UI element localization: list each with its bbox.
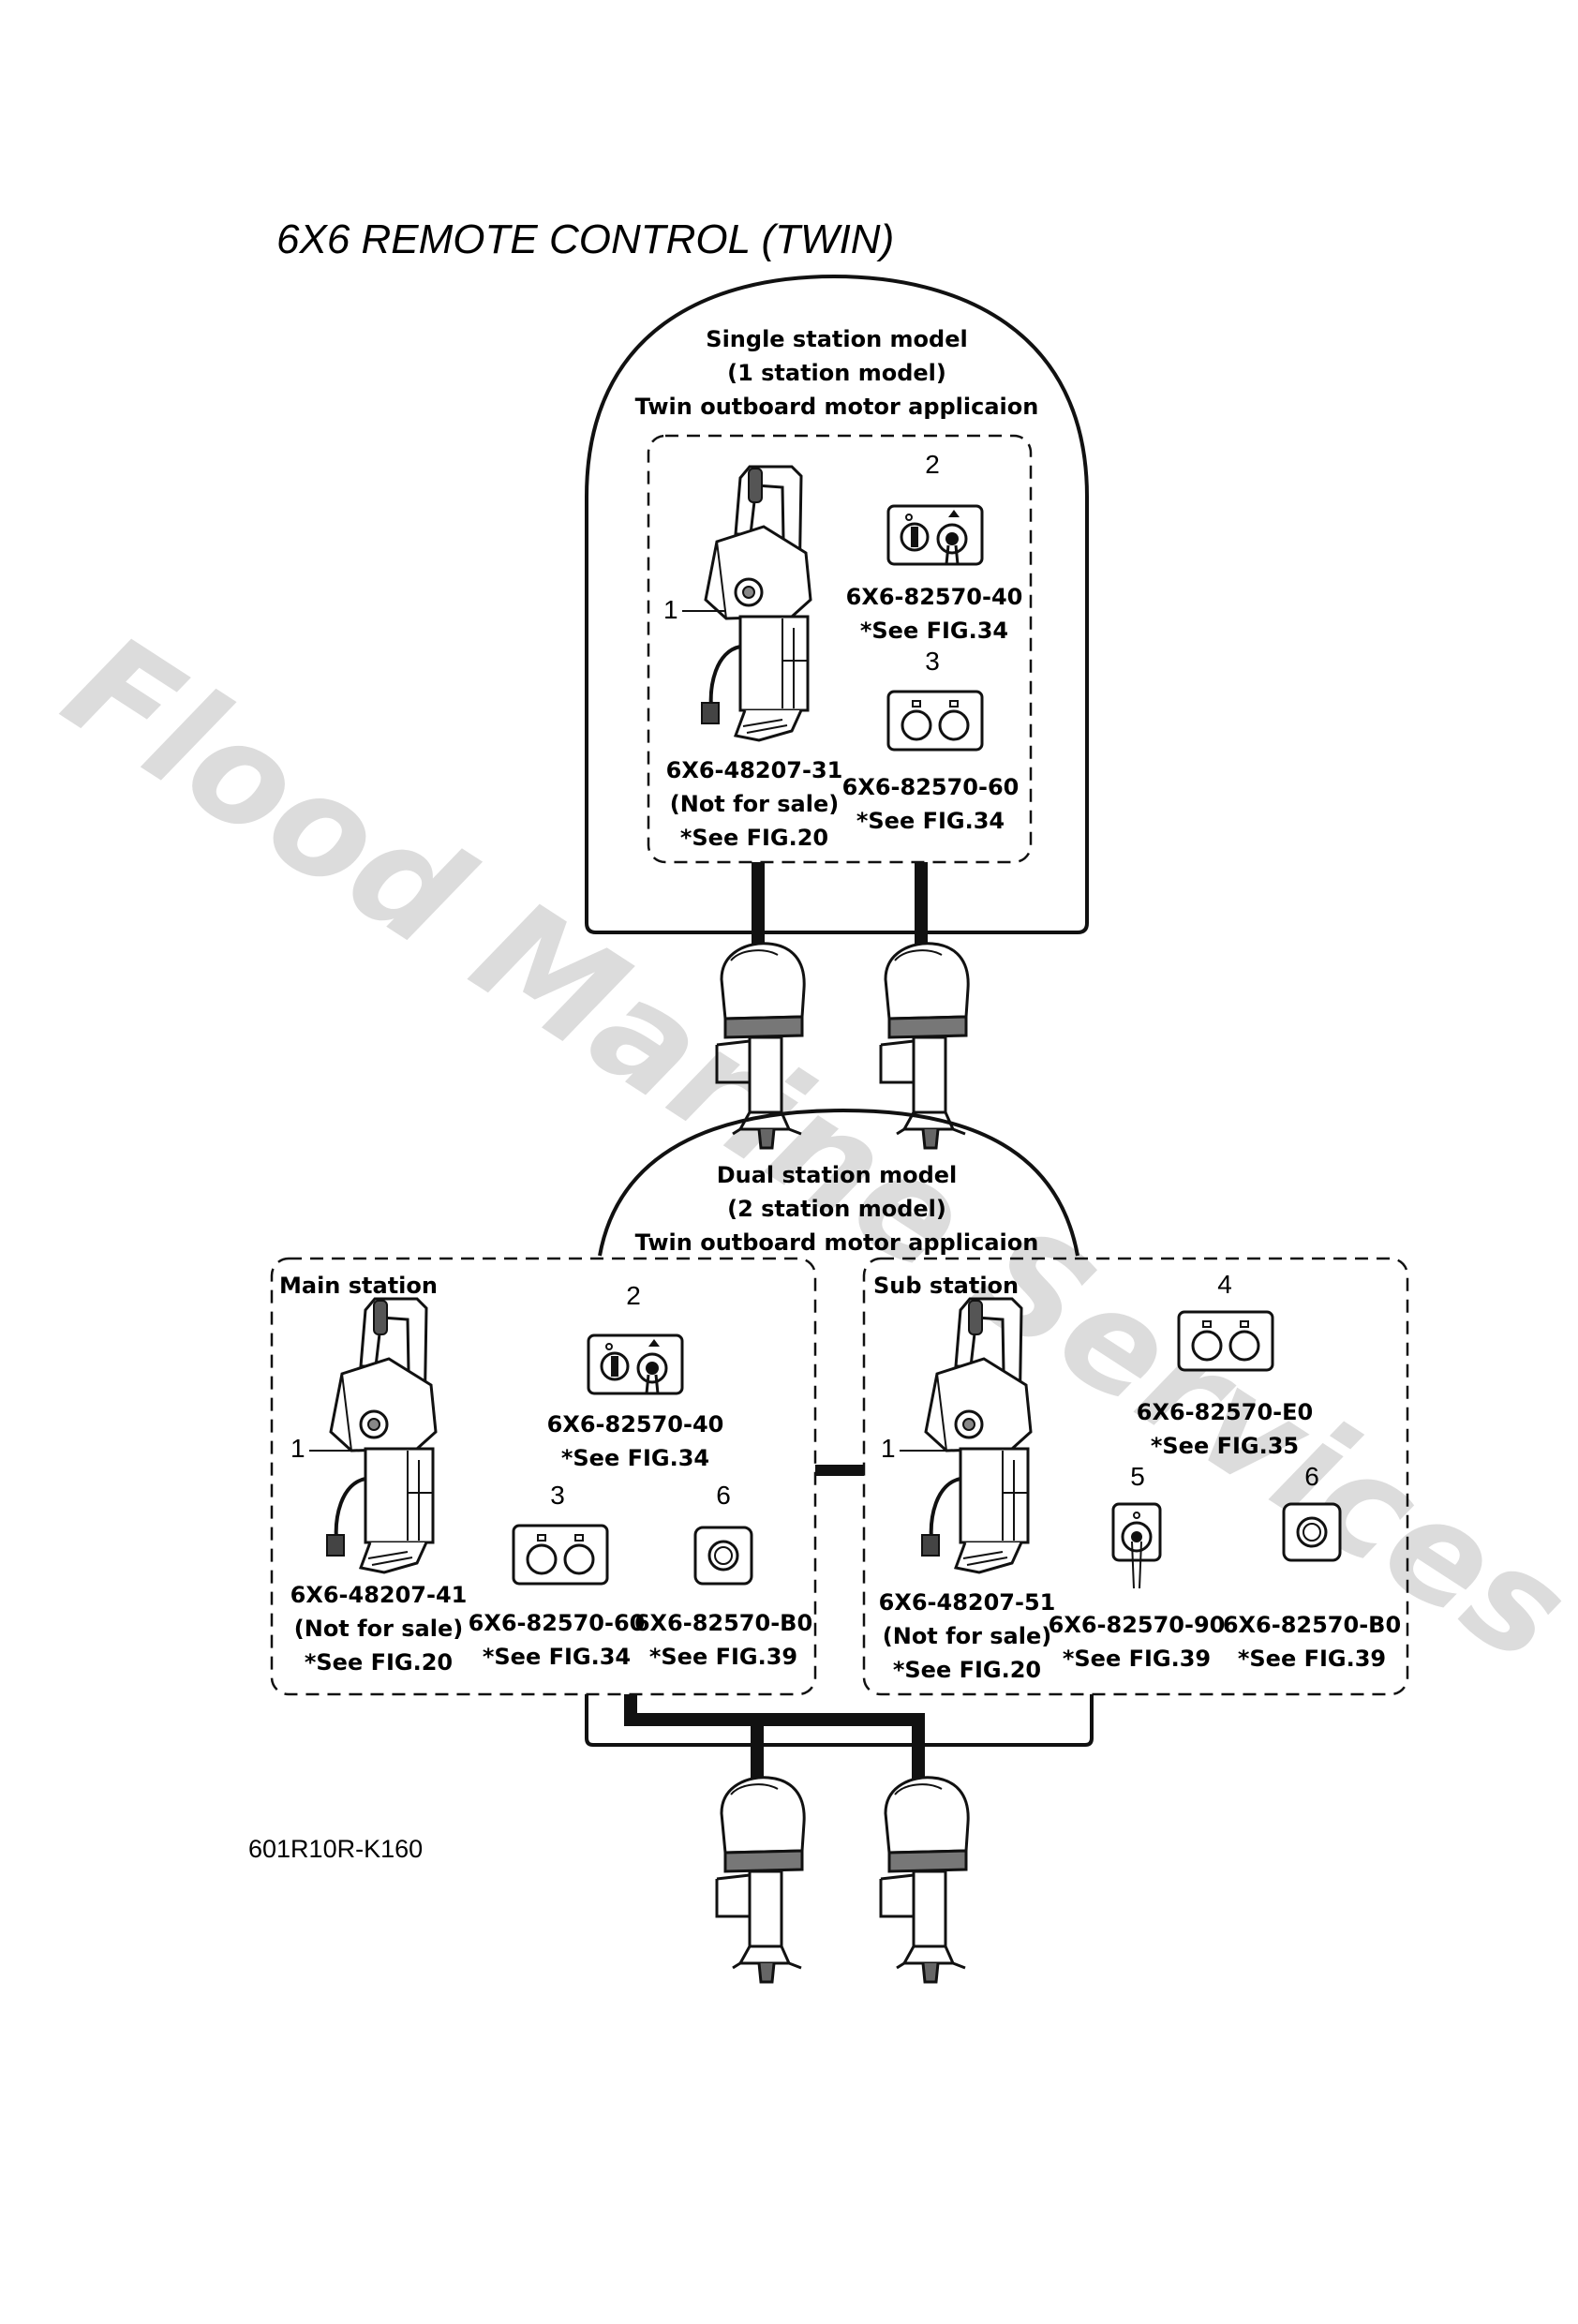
single-station-group: Single station model (1 station model) T…: [585, 274, 1089, 1150]
sub-item-4-code: 6X6-82570-E0: [1137, 1399, 1313, 1425]
dual-switch-panel-icon: [512, 1524, 609, 1586]
outboard-motor-icon: [715, 1776, 806, 1984]
sub-item-1-note: (Not for sale): [883, 1623, 1051, 1649]
main-item-1-note: (Not for sale): [294, 1616, 463, 1642]
stop-switch-icon: [693, 1526, 753, 1586]
remote-control-main-icon: [325, 1297, 438, 1574]
single-station-dashed-box: [647, 434, 1033, 864]
dual-switch-panel-icon: [1177, 1310, 1274, 1372]
item-1-number: 1: [663, 595, 678, 624]
remote-control-1-icon: [700, 465, 812, 742]
page-title: 6X6 REMOTE CONTROL (TWIN): [276, 216, 894, 262]
item-3-number: 3: [925, 647, 940, 676]
main-item-2-ref: *See FIG.34: [561, 1445, 709, 1471]
sub-item-5-number: 5: [1130, 1462, 1145, 1491]
outboard-motor-icon: [879, 1776, 970, 1984]
dual-station-header-1: Dual station model: [717, 1162, 958, 1188]
item-1-note: (Not for sale): [670, 791, 839, 817]
sub-station-label: Sub station: [873, 1273, 1019, 1299]
sub-item-1-code: 6X6-48207-51: [879, 1589, 1056, 1616]
main-item-6-number: 6: [716, 1481, 731, 1510]
item-3-ref: *See FIG.34: [856, 808, 1005, 834]
sub-item-5-code: 6X6-82570-90: [1049, 1612, 1226, 1638]
main-item-6-ref: *See FIG.39: [649, 1644, 797, 1670]
main-station-box: [270, 1257, 817, 1696]
main-switch-panel-icon: [587, 1333, 684, 1395]
sub-item-1-ref: *See FIG.20: [893, 1657, 1041, 1683]
stop-switch-icon: [1282, 1502, 1342, 1562]
dual-station-header-3: Twin outboard motor applicaion: [635, 1229, 1039, 1256]
single-station-outline: [585, 274, 1089, 934]
sub-item-6-number: 6: [1304, 1462, 1319, 1491]
main-item-1-number: 1: [290, 1434, 305, 1463]
key-switch-icon: [1111, 1502, 1162, 1590]
sub-item-4-number: 4: [1217, 1270, 1232, 1299]
single-station-header-3: Twin outboard motor applicaion: [635, 394, 1039, 420]
single-station-header-2: (1 station model): [727, 360, 946, 386]
main-item-2-code: 6X6-82570-40: [547, 1411, 724, 1438]
sub-item-1-number: 1: [881, 1434, 896, 1463]
main-item-3-code: 6X6-82570-60: [469, 1610, 646, 1636]
main-switch-panel-icon: [886, 504, 984, 566]
main-item-3-ref: *See FIG.34: [483, 1644, 631, 1670]
main-item-3-number: 3: [550, 1481, 565, 1510]
dual-switch-panel-icon: [886, 690, 984, 752]
item-2-ref: *See FIG.34: [860, 618, 1008, 644]
main-item-1-ref: *See FIG.20: [305, 1649, 453, 1676]
dual-station-header-2: (2 station model): [727, 1196, 946, 1222]
item-2-number: 2: [925, 450, 940, 479]
item-1-code: 6X6-48207-31: [666, 757, 843, 783]
single-station-header-1: Single station model: [706, 326, 967, 352]
sub-item-4-ref: *See FIG.35: [1151, 1433, 1299, 1459]
main-item-2-number: 2: [626, 1281, 641, 1310]
item-3-code: 6X6-82570-60: [842, 774, 1020, 800]
dual-station-group: Dual station model (2 station model) Twi…: [270, 1108, 1409, 1984]
sub-item-6-ref: *See FIG.39: [1238, 1646, 1386, 1672]
sub-station-box: [862, 1257, 1409, 1696]
item-2-code: 6X6-82570-40: [846, 584, 1023, 610]
item-1-ref: *See FIG.20: [680, 825, 828, 851]
dual-station-arch: [598, 1108, 1079, 1257]
main-item-6-code: 6X6-82570-B0: [634, 1610, 812, 1636]
sub-item-6-code: 6X6-82570-B0: [1223, 1612, 1401, 1638]
drawing-code: 601R10R-K160: [248, 1835, 423, 1863]
main-item-1-code: 6X6-48207-41: [290, 1582, 468, 1608]
sub-item-5-ref: *See FIG.39: [1063, 1646, 1211, 1672]
main-station-label: Main station: [279, 1273, 438, 1299]
